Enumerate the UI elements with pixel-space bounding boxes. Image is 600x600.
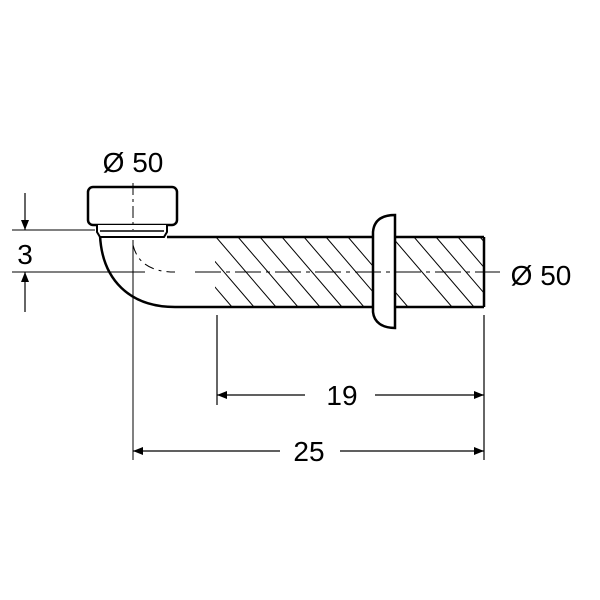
dimension-19-label: 19 — [326, 380, 357, 411]
dimension-25-label: 25 — [293, 436, 324, 467]
hatch-line — [215, 286, 233, 307]
centerlines — [12, 183, 500, 460]
pipe-outline — [98, 234, 486, 309]
top-diameter-label: Ø 50 — [103, 147, 164, 178]
hatch-line — [281, 237, 343, 307]
right-diameter-label: Ø 50 — [511, 260, 572, 291]
hatch-line — [457, 237, 484, 269]
wall-rosette — [371, 213, 397, 330]
dimension-3-label: 3 — [17, 239, 33, 270]
hatch-line — [215, 260, 255, 307]
extension-lines — [216, 315, 485, 460]
hatch-line — [391, 237, 453, 307]
